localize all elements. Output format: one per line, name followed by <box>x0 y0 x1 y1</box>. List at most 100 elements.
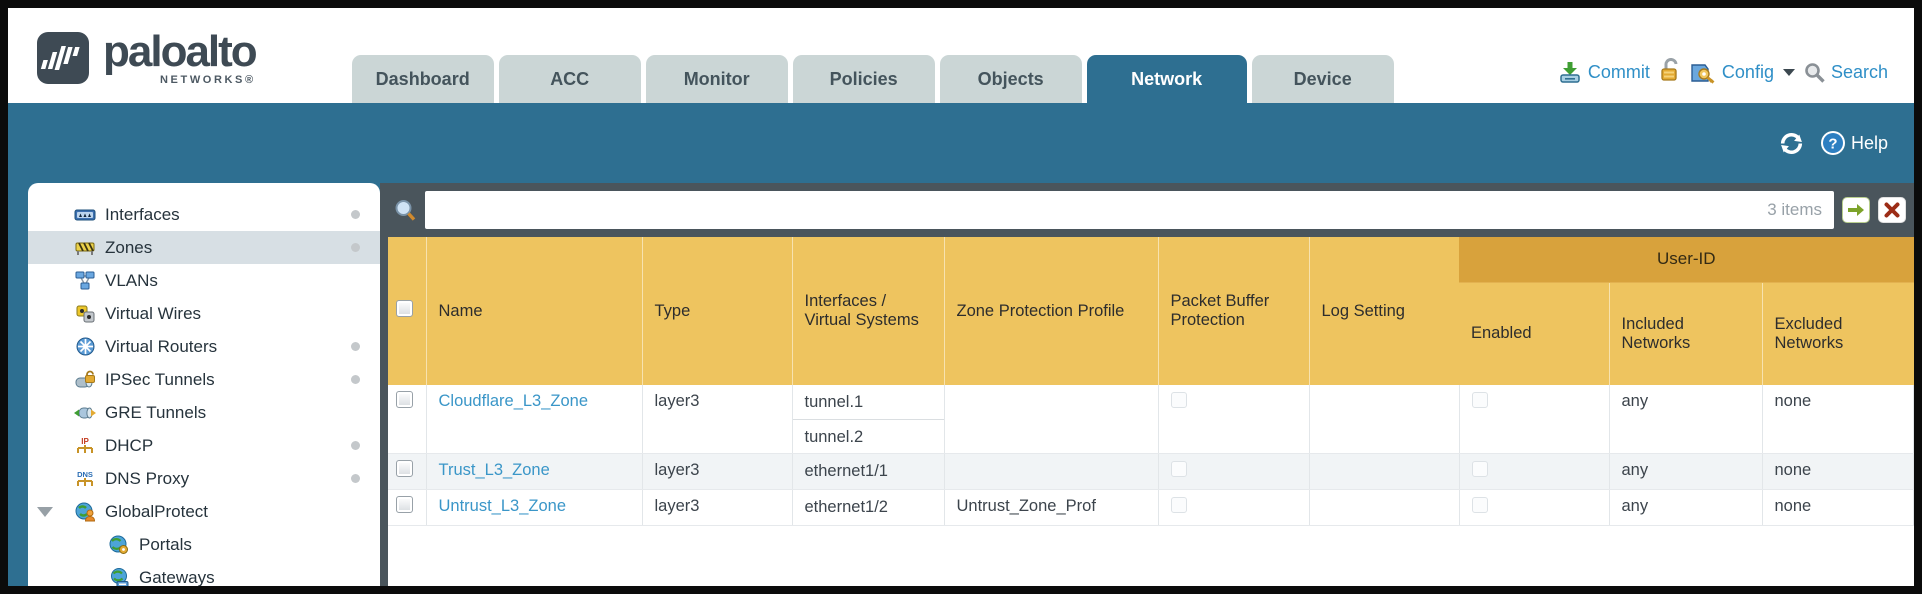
col-header-name[interactable]: Name <box>425 237 642 385</box>
included-networks-cell: any <box>1609 453 1763 490</box>
svg-text:DNS: DNS <box>77 470 93 479</box>
col-header-included-networks[interactable]: Included Networks <box>1608 282 1762 385</box>
col-header-type[interactable]: Type <box>641 237 792 385</box>
select-all-checkbox[interactable] <box>396 300 413 317</box>
search-label: Search <box>1830 62 1888 82</box>
top-actions: Commit Config <box>1558 57 1888 87</box>
apply-filter-icon <box>1848 204 1864 216</box>
ipsec-tunnels-icon <box>74 370 96 390</box>
sidebar-item-label: Virtual Wires <box>105 303 202 323</box>
lock-button[interactable] <box>1659 57 1681 87</box>
log-setting-cell <box>1309 385 1460 454</box>
zone-protection-cell <box>944 453 1159 490</box>
pin-dot <box>351 342 360 351</box>
pin-dot <box>351 474 360 483</box>
tab-acc[interactable]: ACC <box>498 55 641 103</box>
help-label: Help <box>1850 132 1888 153</box>
paloalto-logo-icon <box>37 32 89 85</box>
sidebar-item-dns-proxy[interactable]: DNS DNS Proxy <box>28 462 380 495</box>
sidebar-item-globalprotect[interactable]: GlobalProtect <box>28 495 380 528</box>
gateways-icon <box>108 567 130 586</box>
filter-input[interactable] <box>437 201 1760 219</box>
packet-buffer-checkbox[interactable] <box>1170 392 1187 408</box>
log-setting-cell <box>1309 489 1460 526</box>
interface-entry: ethernet1/2 <box>804 498 888 516</box>
commit-label: Commit <box>1587 62 1650 82</box>
zone-name-link[interactable]: Untrust_L3_Zone <box>438 497 567 515</box>
zones-icon <box>74 238 96 258</box>
col-header-packet-buffer-protection[interactable]: Packet Buffer Protection <box>1157 237 1309 385</box>
select-all-header[interactable] <box>388 237 426 385</box>
zones-main: 3 items <box>388 183 1914 586</box>
table-row: Untrust_L3_Zone layer3 ethernet1/2 Untru… <box>388 489 1914 526</box>
help-button[interactable]: ? Help <box>1820 130 1888 156</box>
pin-dot <box>351 243 360 252</box>
top-bar: paloalto NETWORKS® Dashboard ACC Monitor… <box>8 8 1914 103</box>
search-button[interactable]: Search <box>1804 62 1888 83</box>
dhcp-icon: IP <box>74 436 96 456</box>
tab-network[interactable]: Network <box>1086 55 1247 103</box>
row-select-checkbox[interactable] <box>396 391 413 408</box>
sidebar-item-interfaces[interactable]: Interfaces <box>28 198 380 231</box>
col-header-enabled[interactable]: Enabled <box>1459 282 1609 385</box>
zone-interfaces-cell: ethernet1/2 <box>792 489 945 526</box>
apply-filter-button[interactable] <box>1842 197 1870 223</box>
sidebar-item-gre-tunnels[interactable]: GRE Tunnels <box>28 396 380 429</box>
tab-policies[interactable]: Policies <box>792 55 935 103</box>
tab-monitor[interactable]: Monitor <box>645 55 788 103</box>
sidebar-item-gateways[interactable]: Gateways <box>28 561 380 586</box>
zones-table-wrap: Name Type Interfaces / Virtual Systems Z… <box>388 237 1914 586</box>
zone-protection-cell: Untrust_Zone_Prof <box>944 489 1159 526</box>
sidebar-item-ipsec-tunnels[interactable]: IPSec Tunnels <box>28 363 380 396</box>
sidebar-item-virtual-routers[interactable]: Virtual Routers <box>28 330 380 363</box>
config-button[interactable]: Config <box>1690 61 1795 85</box>
col-header-excluded-networks[interactable]: Excluded Networks <box>1761 282 1914 385</box>
row-select-checkbox[interactable] <box>396 460 413 477</box>
panos-app: paloalto NETWORKS® Dashboard ACC Monitor… <box>8 8 1914 586</box>
clear-filter-icon <box>1884 202 1900 218</box>
userid-enabled-checkbox[interactable] <box>1471 392 1488 408</box>
tab-dashboard[interactable]: Dashboard <box>351 55 494 103</box>
svg-text:?: ? <box>1828 136 1837 153</box>
sidebar-item-vlans[interactable]: VLANs <box>28 264 380 297</box>
sidebar-item-label: GlobalProtect <box>105 501 208 521</box>
brand-subtitle: NETWORKS® <box>160 73 256 86</box>
zone-interfaces-cell: tunnel.1 tunnel.2 <box>792 385 945 454</box>
search-icon <box>1805 63 1825 83</box>
sidebar-item-label: Zones <box>105 237 153 257</box>
brand-name: paloalto <box>103 27 258 77</box>
tab-device[interactable]: Device <box>1251 55 1394 103</box>
col-header-interfaces[interactable]: Interfaces / Virtual Systems <box>791 237 944 385</box>
commit-button[interactable]: Commit <box>1558 61 1650 85</box>
packet-buffer-checkbox[interactable] <box>1170 461 1187 477</box>
clear-filter-button[interactable] <box>1878 197 1906 223</box>
col-header-log-setting[interactable]: Log Setting <box>1308 237 1459 385</box>
refresh-icon[interactable] <box>1778 130 1805 157</box>
packet-buffer-checkbox[interactable] <box>1170 497 1187 513</box>
expand-caret-icon[interactable] <box>37 507 53 517</box>
sidebar-item-label: GRE Tunnels <box>105 402 207 422</box>
sidebar-item-portals[interactable]: Portals <box>28 528 380 561</box>
col-header-zone-protection-profile[interactable]: Zone Protection Profile <box>943 237 1158 385</box>
gre-tunnels-icon <box>74 403 96 423</box>
sidebar-item-label: VLANs <box>105 270 158 290</box>
filter-search-box: 3 items <box>425 191 1834 229</box>
tab-objects[interactable]: Objects <box>939 55 1082 103</box>
sidebar-item-label: Interfaces <box>105 204 180 224</box>
zone-name-link[interactable]: Trust_L3_Zone <box>438 461 550 479</box>
svg-text:IP: IP <box>81 437 89 446</box>
row-select-checkbox[interactable] <box>396 496 413 513</box>
zone-name-link[interactable]: Cloudflare_L3_Zone <box>438 392 589 410</box>
sidebar-splitter[interactable] <box>380 183 388 586</box>
sidebar-item-zones[interactable]: Zones <box>28 231 380 264</box>
portals-icon <box>108 535 130 555</box>
userid-enabled-checkbox[interactable] <box>1471 461 1488 477</box>
table-row: Cloudflare_L3_Zone layer3 tunnel.1 tunne… <box>388 385 1914 454</box>
sidebar-item-dhcp[interactable]: IP DHCP <box>28 429 380 462</box>
zone-type-cell: layer3 <box>642 453 793 490</box>
included-networks-cell: any <box>1609 489 1763 526</box>
sidebar-item-virtual-wires[interactable]: Virtual Wires <box>28 297 380 330</box>
help-icon: ? <box>1820 131 1845 155</box>
teal-band: ? Help <box>8 103 1914 183</box>
userid-enabled-checkbox[interactable] <box>1471 497 1488 513</box>
